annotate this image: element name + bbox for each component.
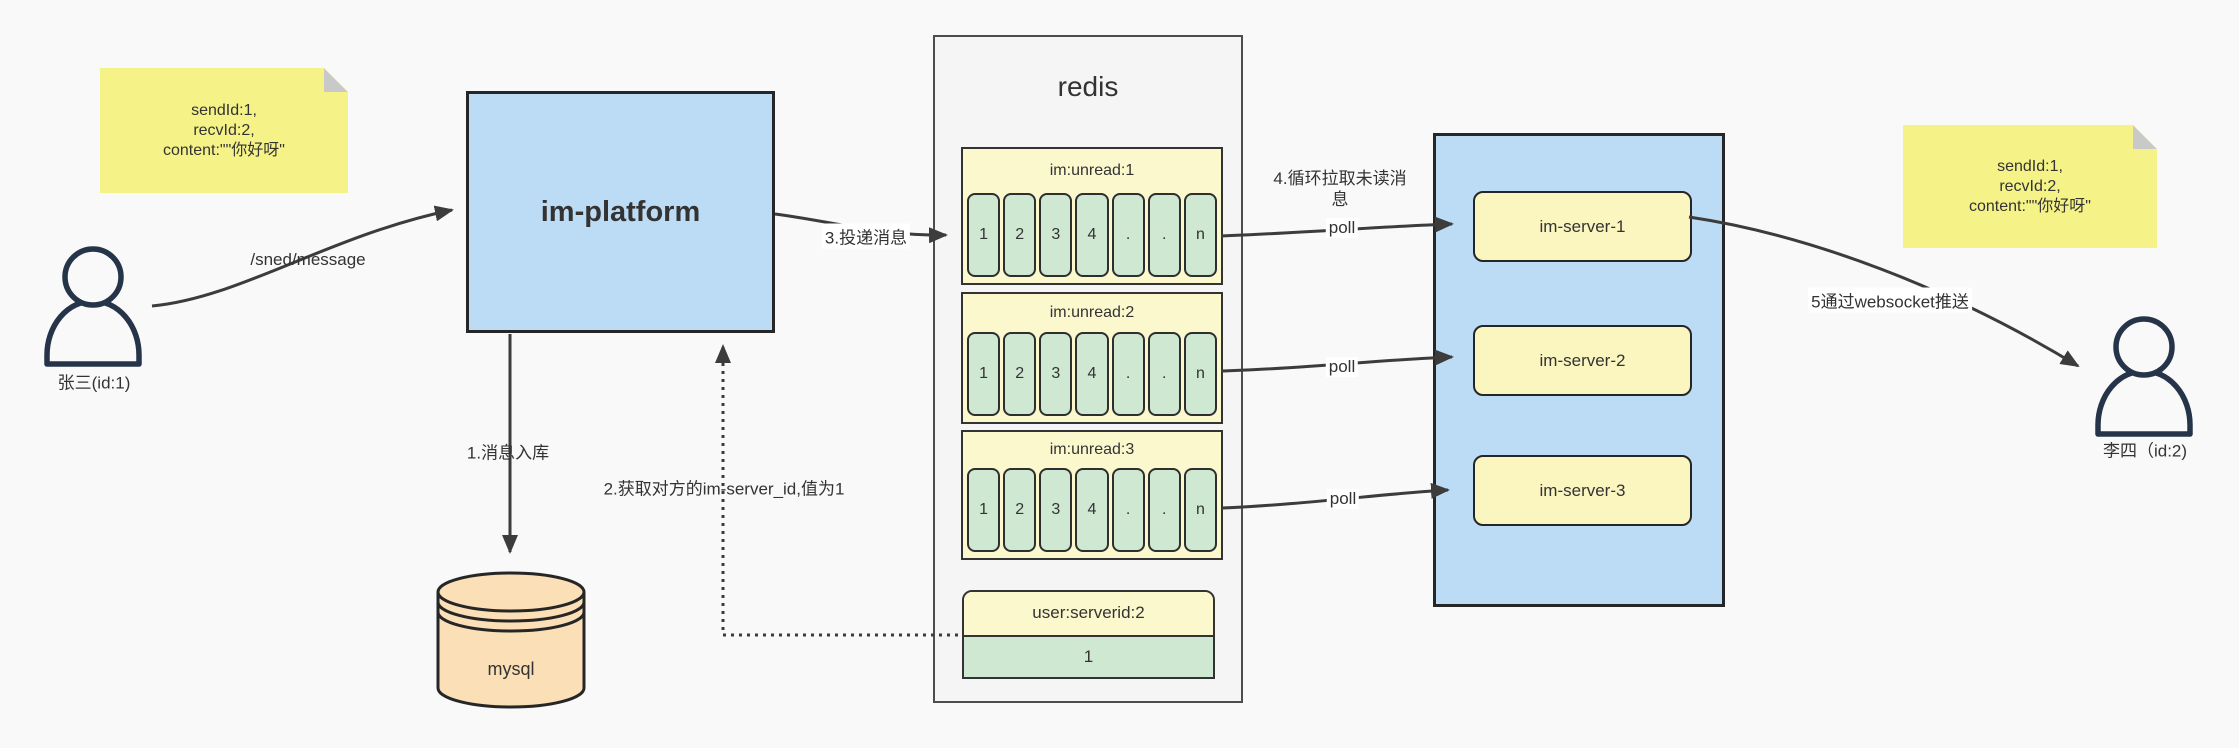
edge-label-pull: 4.循环拉取未读消息: [1273, 169, 1407, 209]
im-platform-box: im-platform: [466, 91, 775, 333]
note-line: sendId:1,: [191, 101, 257, 119]
queue-cell: 4: [1075, 468, 1109, 552]
person-icon: [2089, 313, 2199, 443]
redis-title: redis: [1057, 71, 1119, 102]
sticky-note-left: sendId:1, recvId:2, content:""你好呀": [100, 68, 348, 193]
note-fold-icon: [2133, 125, 2157, 149]
queue-im-unread-2: im:unread:2 1 2 3 4 . . n: [961, 292, 1223, 424]
queue-header: im:unread:2: [1049, 304, 1135, 321]
mysql-database-icon: mysql: [435, 570, 587, 710]
queue-cell: n: [1183, 193, 1217, 277]
note-fold-icon: [324, 68, 348, 92]
im-server-2-label: im-server-2: [1539, 350, 1626, 370]
queue-cell: .: [1147, 468, 1181, 552]
im-server-3-label: im-server-3: [1539, 480, 1626, 500]
queue-cell: .: [1111, 193, 1145, 277]
note-line: content:""你好呀": [1969, 197, 2091, 215]
queue-im-unread-1: im:unread:1 1 2 3 4 . . n: [961, 147, 1223, 285]
queue-cell: .: [1147, 332, 1181, 416]
note-line: sendId:1,: [1997, 157, 2063, 175]
mysql-label: mysql: [487, 659, 534, 679]
edge-label-poll-1: poll: [1325, 218, 1359, 238]
actor-left-label: 张三(id:1): [57, 373, 131, 393]
queue-cells: 1 2 3 4 . . n: [967, 332, 1217, 416]
queue-cell: 1: [967, 193, 1001, 277]
queue-cell: 2: [1003, 332, 1037, 416]
queue-cell: 1: [967, 332, 1001, 416]
queue-cells: 1 2 3 4 . . n: [967, 468, 1217, 552]
edge-label-send: /sned/message: [250, 250, 366, 269]
queue-cell: 3: [1039, 193, 1073, 277]
queue-cell: 3: [1039, 332, 1073, 416]
redis-container: redis im:unread:1 1 2 3 4 . . n im:unrea…: [933, 35, 1243, 703]
user-serverid-header: user:serverid:2: [964, 592, 1213, 637]
actor-right-label: 李四（id:2): [2102, 441, 2188, 461]
note-line: content:""你好呀": [163, 141, 285, 159]
queue-cells: 1 2 3 4 . . n: [967, 193, 1217, 277]
user-serverid-value: 1: [964, 636, 1213, 677]
queue-header: im:unread:1: [1049, 162, 1135, 179]
person-icon: [38, 243, 148, 373]
queue-cell: n: [1183, 468, 1217, 552]
queue-cell: n: [1183, 332, 1217, 416]
note-line: recvId:2,: [193, 121, 255, 139]
edge-label-deliver: 3.投递消息: [821, 223, 911, 249]
queue-cell: .: [1111, 332, 1145, 416]
queue-cell: .: [1147, 193, 1181, 277]
note-line: recvId:2,: [1999, 177, 2061, 195]
im-server-1-label: im-server-1: [1539, 216, 1626, 236]
edge-label-lookup: 2.获取对方的im-server_id,值为1: [603, 479, 845, 499]
user-serverid-box: user:serverid:2 1: [962, 590, 1215, 679]
edge-label-poll-3: poll: [1326, 489, 1360, 509]
im-server-3-box: im-server-3: [1473, 455, 1692, 526]
im-platform-label: im-platform: [540, 195, 701, 228]
im-server-2-box: im-server-2: [1473, 325, 1692, 396]
queue-cell: 4: [1075, 332, 1109, 416]
queue-cell: 3: [1039, 468, 1073, 552]
queue-im-unread-3: im:unread:3 1 2 3 4 . . n: [961, 430, 1223, 560]
edge-label-push: 5通过websocket推送: [1808, 287, 1972, 313]
im-server-cluster: im-server-1 im-server-2 im-server-3: [1433, 133, 1725, 607]
sticky-note-right: sendId:1, recvId:2, content:""你好呀": [1903, 125, 2157, 248]
edge-label-poll-2: poll: [1325, 357, 1359, 377]
queue-header: im:unread:3: [1049, 441, 1135, 458]
queue-cell: 4: [1075, 193, 1109, 277]
queue-cell: 2: [1003, 193, 1037, 277]
edge-label-store: 1.消息入库: [466, 443, 550, 463]
im-server-1-box: im-server-1: [1473, 191, 1692, 262]
queue-cell: 1: [967, 468, 1001, 552]
queue-cell: 2: [1003, 468, 1037, 552]
queue-cell: .: [1111, 468, 1145, 552]
